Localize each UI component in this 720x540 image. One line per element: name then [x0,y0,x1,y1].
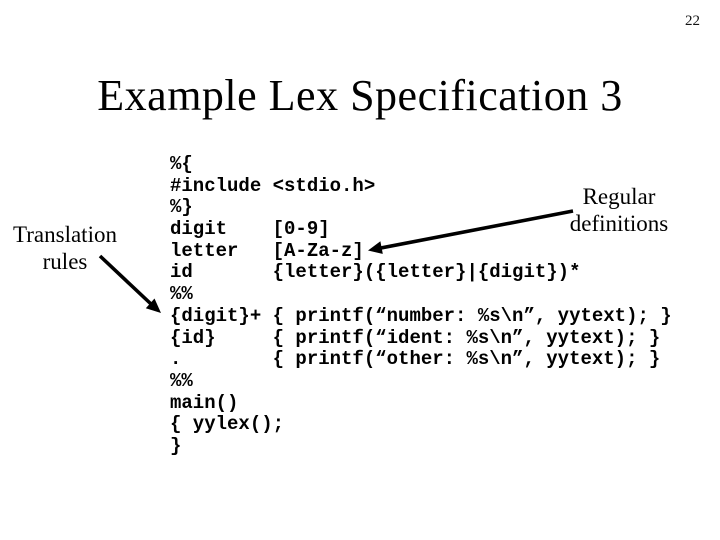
regular-definitions-label-line2: definitions [569,210,669,236]
code-line: } [170,434,182,457]
code-line: {digit}+ { printf(“number: %s\n”, yytext… [170,304,672,327]
lex-code-block: %{ #include <stdio.h> %} digit [0-9] let… [170,153,672,458]
code-line: digit [0-9] [170,218,330,241]
code-line: %% [170,369,193,392]
translation-rules-label: Translation rules [3,222,127,275]
translation-rules-label-line2: rules [42,248,88,274]
code-line: #include <stdio.h> [170,174,376,197]
code-line: {id} { printf(“ident: %s\n”, yytext); } [170,326,661,349]
code-line: { yylex(); [170,413,285,436]
code-line: %% [170,283,193,306]
translation-rules-label-line1: Translation [13,222,117,247]
regular-definitions-label-line1: Regular [582,184,656,209]
slide-title: Example Lex Specification 3 [97,71,623,120]
regular-definitions-label: Regular definitions [557,184,681,237]
code-line: %} [170,196,193,219]
code-line: . { printf(“other: %s\n”, yytext); } [170,348,661,371]
page-number: 22 [685,13,700,29]
code-line: id {letter}({letter}|{digit})* [170,261,581,284]
code-line: letter [A-Za-z] [170,239,364,262]
code-line: %{ [170,153,193,175]
code-line: main() [170,391,239,414]
